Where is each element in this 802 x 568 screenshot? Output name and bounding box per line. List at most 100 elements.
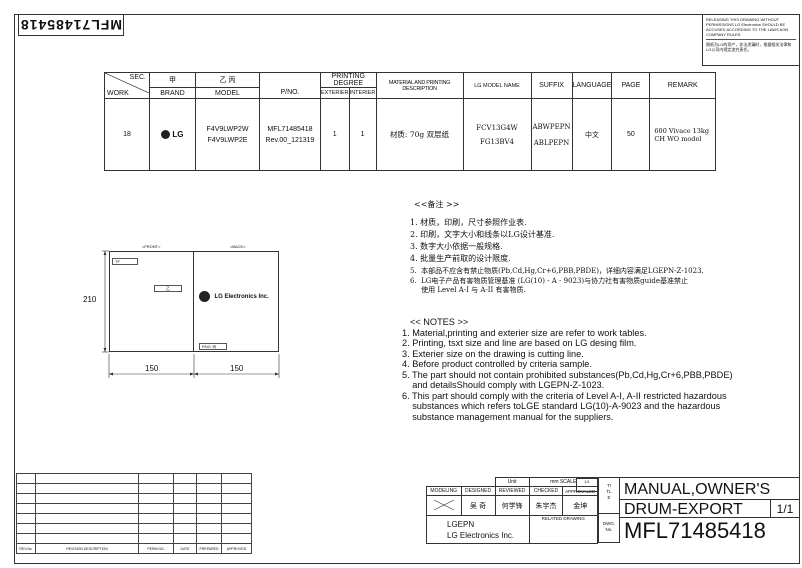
dimension-lines — [102, 250, 280, 378]
notes-en-item: 5. The part should not contain prohibite… — [402, 369, 733, 380]
language-header: LANGUAGE — [571, 72, 613, 99]
model-1: F4V9LWP2W — [206, 125, 249, 133]
company-cell: LGEPN LG Electronics Inc. — [426, 515, 530, 544]
company-full: LG Electronics Inc. — [447, 530, 515, 540]
company-short: LGEPN — [447, 519, 475, 529]
notes-en-item: 1. Material,printing and exterier size a… — [402, 327, 647, 338]
notes-cn-item: 使用 Level A-I 与 A-II 有害物质. — [410, 286, 526, 294]
rev-desc-header: REVISION DESCRIPTION — [35, 543, 139, 554]
dim-height: 210 — [83, 295, 97, 304]
rotated-doc-number-box: MFL71485418 — [18, 14, 124, 36]
notes-cn-item: 1. 材质，印刷，尺寸参照作业表. — [410, 218, 527, 227]
model-2: F4V9LWP2E — [207, 136, 248, 144]
interier-value: 1 — [348, 98, 377, 171]
scale-value: 1/1 — [576, 478, 598, 492]
approved-name: 金坤 — [562, 495, 598, 516]
remark-value: 600 Vivace 13kg CH WO model — [649, 98, 716, 171]
notes-en-title: << NOTES >> — [410, 317, 469, 327]
material-value: 材质: 70g 双层纸 — [375, 98, 464, 171]
front-panel: TF 乙 — [109, 251, 194, 352]
pno-header: P/NO. — [259, 87, 321, 99]
material-header: MATERIAL AND PRINTING DESCRIPTION — [375, 72, 464, 99]
notes-en-item: 3. Exterier size on the drawing is cutti… — [402, 348, 584, 359]
modeling-label: MODELING — [426, 486, 462, 496]
designed-label: DESIGNED — [460, 486, 496, 496]
notes-cn-item: 6. LG电子产品有害物质管理基准 (LG(10) - A - 9023)与协力… — [410, 277, 689, 285]
sec-label: SEC. — [129, 74, 146, 81]
lg-logo-icon — [199, 291, 210, 303]
work-value: 18 — [104, 98, 150, 171]
title-line-1: MANUAL,OWNER'S — [620, 477, 800, 500]
rev-prepared-header: PREPARED — [196, 543, 222, 554]
sheet-value: 1/1 — [770, 500, 800, 518]
model-cell: F4V9LWP2W F4V9LWP2E — [195, 98, 260, 171]
checked-label: CHECKED — [528, 486, 564, 496]
page-header: PAGE — [611, 72, 651, 99]
approval-table: Unit mm SCALE MODELING DESIGNED REVIEWED… — [426, 477, 599, 544]
model-header: MODEL — [195, 87, 260, 99]
notes-cn-item: 4. 批量生产前取的设计限度. — [410, 254, 511, 263]
rotated-doc-number: MFL71485418 — [19, 17, 123, 33]
page-value: 50 — [611, 98, 651, 171]
lg-model-1: FCV13G4W — [476, 123, 518, 132]
release-notice-box: RELEASING THIS DRAWING WITHOUT PERMISSIO… — [702, 14, 800, 66]
release-notice-en: RELEASING THIS DRAWING WITHOUT PERMISSIO… — [706, 17, 796, 40]
drawing-frame — [14, 14, 800, 564]
related-drawing: RELATED DRAWING — [528, 515, 599, 544]
work-label: WORK — [107, 90, 129, 97]
brand-header: BRAND — [149, 87, 196, 99]
front-label: <FRONT> — [142, 244, 161, 249]
notes-en-item: and detailsShould comply with LGEPN-Z-10… — [402, 380, 605, 390]
pno-2: Rev.00_121319 — [265, 136, 315, 144]
rev-no-header: REV.No. — [16, 543, 36, 554]
yi-box: 乙 — [154, 285, 182, 292]
cross-icon — [433, 499, 454, 510]
rev-perm-header: PERM.NO. — [138, 543, 174, 554]
rev-approved-header: APPROVED — [221, 543, 252, 554]
unit-label: Unit — [494, 477, 530, 487]
suffix-header: SUFFIX — [530, 72, 573, 99]
remark-header: REMARK — [649, 72, 716, 99]
designed-name: 吴 奇 — [460, 495, 496, 516]
spec-table: SEC. WORK 甲 乙 丙 PRINTING DEGREE MATERIAL… — [104, 72, 716, 171]
dim-width-right: 150 — [230, 364, 244, 373]
pno-cell: MFL71485418 Rev.00_121319 — [259, 98, 321, 171]
title-line-2: DRUM-EXPORT — [620, 500, 770, 518]
title-block: Unit mm SCALE MODELING DESIGNED REVIEWED… — [426, 477, 800, 551]
layout-diagram: <FRONT> <BACK> TF 乙 LG Electronics Inc. … — [80, 242, 280, 382]
suffix-1: ABWPEPN — [532, 122, 571, 131]
notes-cn: <<备注 >> 1. 材质，印刷，尺寸参照作业表. 2. 印刷，文字大小和线条以… — [410, 199, 740, 295]
scale-label: SCALE — [559, 479, 577, 485]
lg-model-cell: FCV13G4W FG13BV4 — [462, 98, 532, 171]
lg-logo-icon — [161, 130, 171, 139]
dwg-no-label: DWG. No. — [598, 514, 620, 543]
title-vertical: TITLE — [598, 477, 620, 514]
notes-en-item: 4. Before product controlled by criteria… — [402, 359, 592, 369]
notes-en-item: 6. This part should comply with the crit… — [402, 390, 727, 401]
brand-cell: LG — [149, 98, 196, 171]
pno-small-box: P/NO. 丙 — [199, 343, 227, 350]
back-logo: LG Electronics Inc. — [199, 288, 269, 306]
yibing-header: 乙 丙 — [195, 72, 260, 88]
rev-date-header: DATE — [173, 543, 197, 554]
exterier-value: 1 — [320, 98, 350, 171]
notes-en-item: substances which refers toLGE standard L… — [402, 401, 721, 411]
diagonal-line — [105, 73, 149, 93]
language-value: 中文 — [571, 98, 613, 171]
revision-block: REV.No. REVISION DESCRIPTION PERM.NO. DA… — [16, 473, 252, 554]
printing-degree-header: PRINTING DEGREE — [320, 72, 377, 88]
exterier-header: EXTERIER — [320, 87, 350, 99]
dim-width-left: 150 — [145, 364, 159, 373]
pno-1: MFL71485418 — [267, 125, 313, 133]
reviewed-label: REVIEWED — [494, 486, 530, 496]
lg-model-2: FG13BV4 — [480, 137, 515, 146]
suffix-2: ABLPEPN — [533, 138, 570, 147]
lg-model-header: LG MODEL NAME — [462, 72, 532, 99]
notes-en-item: substance management manual for the supp… — [402, 411, 614, 422]
suffix-cell: ABWPEPN ABLPEPN — [530, 98, 573, 171]
back-logo-text: LG Electronics Inc. — [214, 293, 269, 300]
sec-work-cell: SEC. WORK — [104, 72, 150, 99]
reviewed-name: 何学锋 — [494, 495, 530, 516]
notes-en-item: 2. Printing, tsxt size and line are base… — [402, 338, 637, 348]
notes-cn-item: 3. 数字大小依据一般规格. — [410, 242, 503, 251]
